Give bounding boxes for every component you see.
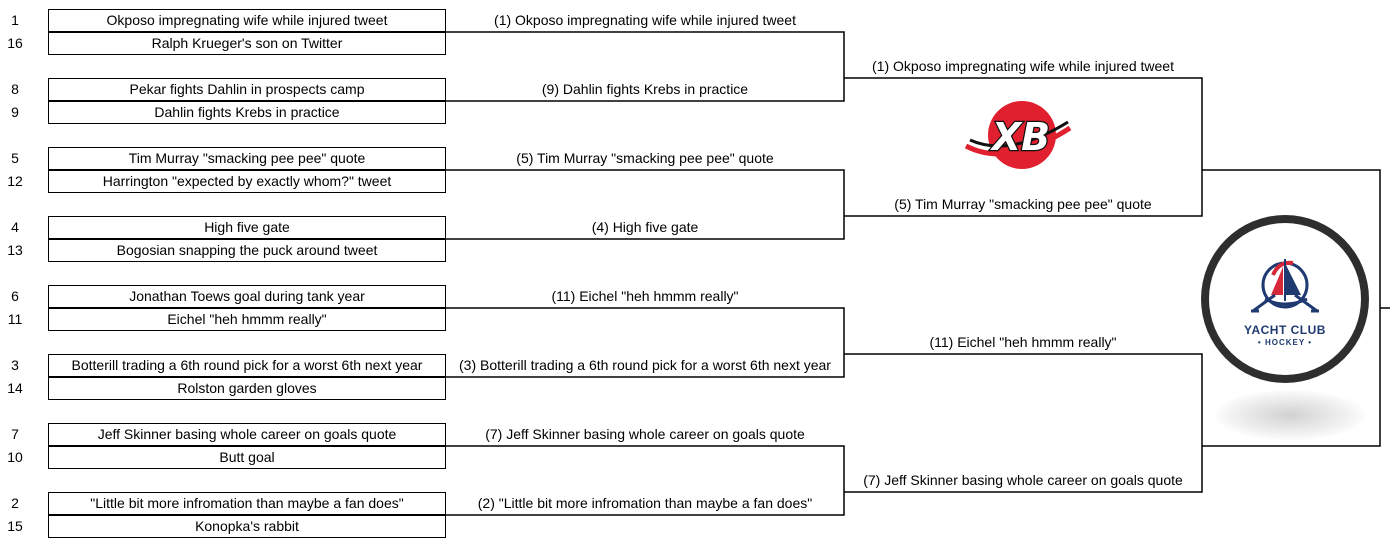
seed-number: 14 <box>7 380 23 396</box>
seed-number: 12 <box>7 173 23 189</box>
team-slot: Harrington "expected by exactly whom?" t… <box>48 170 446 193</box>
seed-number: 16 <box>7 35 23 51</box>
sailboat-icon <box>1251 259 1319 313</box>
team-slot: Tim Murray "smacking pee pee" quote <box>48 147 446 170</box>
xb-logo-icon: XB <box>958 98 1078 172</box>
advancer-label: (3) Botterill trading a 6th round pick f… <box>459 357 831 373</box>
connector-line <box>446 169 845 240</box>
advancer-label: (9) Dahlin fights Krebs in practice <box>541 81 749 97</box>
team-slot: Eichel "heh hmmm really" <box>48 308 446 331</box>
seed-number: 4 <box>11 219 19 235</box>
seed-number: 9 <box>11 104 19 120</box>
seed-number: 5 <box>11 150 19 166</box>
seed-number: 10 <box>7 449 23 465</box>
connector-line <box>446 445 845 516</box>
advancer-label: (7) Jeff Skinner basing whole career on … <box>485 426 805 442</box>
advancer-label: (4) High five gate <box>591 219 699 235</box>
seed-number: 1 <box>11 12 19 28</box>
seed-number: 2 <box>11 495 19 511</box>
yacht-club-title: YACHT CLUB <box>1244 323 1326 337</box>
team-slot: Ralph Krueger's son on Twitter <box>48 32 446 55</box>
team-slot: Jeff Skinner basing whole career on goal… <box>48 423 446 446</box>
team-slot: Okposo impregnating wife while injured t… <box>48 9 446 32</box>
connector-line <box>844 353 1203 493</box>
yacht-club-subtitle: • HOCKEY • <box>1257 338 1313 347</box>
team-slot: Butt goal <box>48 446 446 469</box>
team-slot: Dahlin fights Krebs in practice <box>48 101 446 124</box>
svg-text:XB: XB <box>990 115 1050 159</box>
yacht-club-puck: YACHT CLUB • HOCKEY • <box>1201 215 1369 383</box>
team-slot: Rolston garden gloves <box>48 377 446 400</box>
seed-number: 15 <box>7 518 23 534</box>
team-slot: "Little bit more infromation than maybe … <box>48 492 446 515</box>
connector-line <box>446 31 845 102</box>
team-slot: Bogosian snapping the puck around tweet <box>48 239 446 262</box>
advancer-label: (2) "Little bit more infromation than ma… <box>477 495 813 511</box>
seed-number: 6 <box>11 288 19 304</box>
seed-number: 11 <box>7 311 23 327</box>
seed-number: 3 <box>11 357 19 373</box>
advancer-label: (5) Tim Murray "smacking pee pee" quote <box>894 196 1152 212</box>
team-slot: Konopka's rabbit <box>48 515 446 538</box>
seed-number: 13 <box>7 242 23 258</box>
puck-shadow <box>1215 390 1365 440</box>
advancer-label: (5) Tim Murray "smacking pee pee" quote <box>516 150 774 166</box>
seed-number: 7 <box>11 426 19 442</box>
advancer-label: (11) Eichel "heh hmmm really" <box>551 288 739 304</box>
seed-number: 8 <box>11 81 19 97</box>
team-slot: Botterill trading a 6th round pick for a… <box>48 354 446 377</box>
connector-line <box>446 307 845 378</box>
advancer-label: (1) Okposo impregnating wife while injur… <box>872 58 1174 74</box>
team-slot: High five gate <box>48 216 446 239</box>
team-slot: Pekar fights Dahlin in prospects camp <box>48 78 446 101</box>
team-slot: Jonathan Toews goal during tank year <box>48 285 446 308</box>
advancer-label: (1) Okposo impregnating wife while injur… <box>494 12 796 28</box>
advancer-label: (7) Jeff Skinner basing whole career on … <box>863 472 1183 488</box>
advancer-label: (11) Eichel "heh hmmm really" <box>929 334 1117 350</box>
connector-line <box>844 77 1203 217</box>
puck-face: YACHT CLUB • HOCKEY • <box>1209 223 1361 375</box>
